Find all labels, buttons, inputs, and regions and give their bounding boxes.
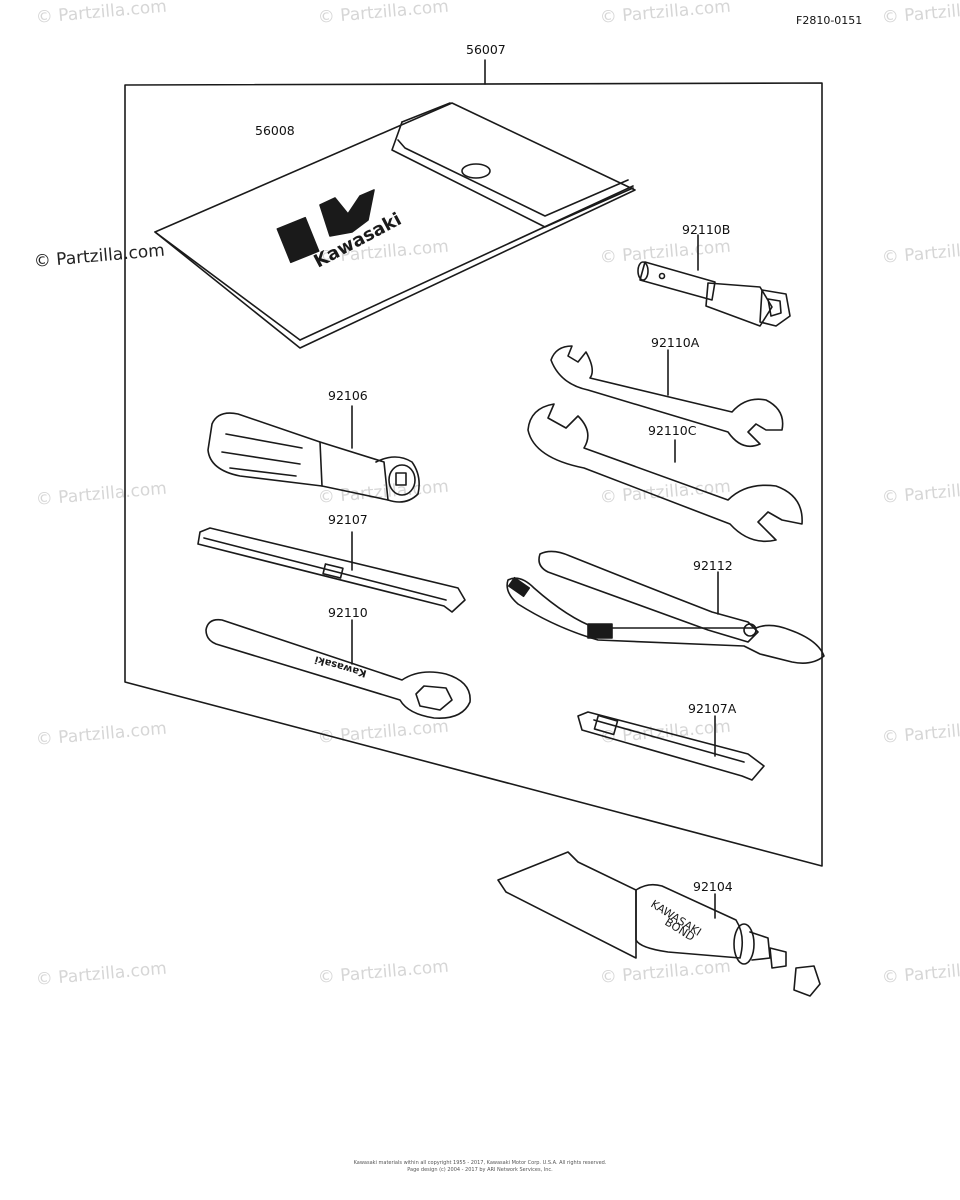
screwdriver-handle-drawing [207, 405, 420, 503]
footer-page-design: Page design (c) 2004 - 2017 by ARI Netwo… [407, 1167, 553, 1173]
callout-92112[interactable]: 92112 [693, 558, 733, 573]
open-end-wrench-a-drawing [550, 345, 784, 448]
callout-56007[interactable]: 56007 [466, 42, 506, 57]
callout-56008[interactable]: 56008 [255, 123, 295, 138]
open-end-wrench-c-drawing [527, 403, 803, 543]
callout-92110a[interactable]: 92110A [651, 335, 700, 350]
callout-92110b[interactable]: 92110B [682, 222, 731, 237]
spark-plug-wrench-drawing [637, 234, 791, 327]
box-end-wrench-drawing [205, 618, 471, 719]
callout-92107[interactable]: 92107 [328, 512, 368, 527]
callout-92110[interactable]: 92110 [328, 605, 368, 620]
screwdriver-blade-a-drawing [577, 711, 765, 781]
screwdriver-blade-drawing [197, 527, 466, 613]
callout-92110c[interactable]: 92110C [648, 423, 697, 438]
callout-92106[interactable]: 92106 [328, 388, 368, 403]
callout-92107a[interactable]: 92107A [688, 701, 737, 716]
callout-92104[interactable]: 92104 [693, 879, 733, 894]
pliers-drawing [506, 550, 825, 664]
wrench-stamp-text: Kawasaki [314, 653, 368, 678]
bond-tube-drawing [497, 851, 821, 997]
figure-code: F2810-0151 [796, 14, 863, 27]
footer-copyright: Kawasaki materials within all copyright … [353, 1160, 607, 1166]
tool-bag-drawing [154, 102, 636, 349]
tool-kit-outline [124, 59, 823, 867]
